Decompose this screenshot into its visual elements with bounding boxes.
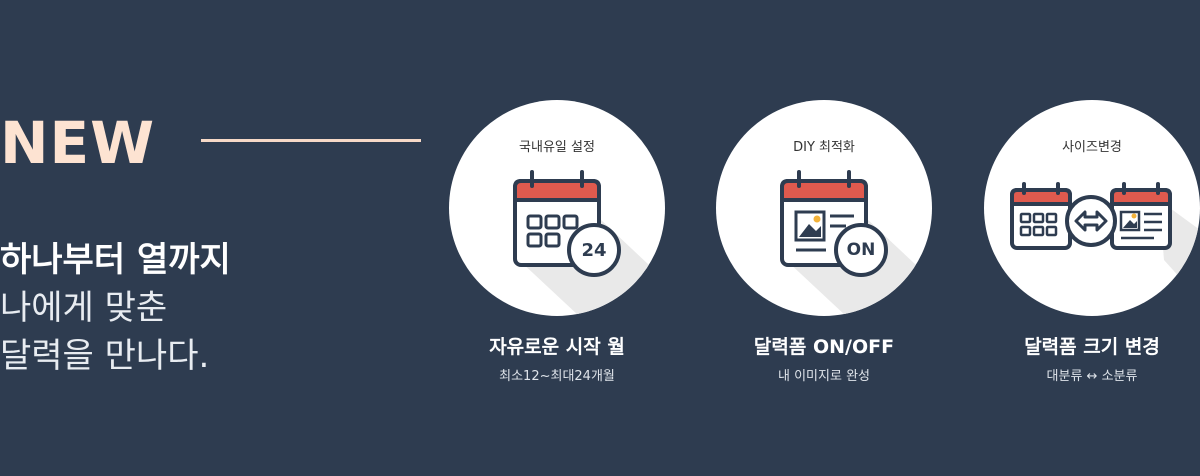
calendar-24-icon	[513, 170, 665, 316]
feature-title: 달력폼 크기 변경	[1024, 336, 1160, 358]
headline-line-2: 나에게 맞춘	[0, 288, 168, 328]
headline: 하나부터 열까지 나에게 맞춘 달력을 만나다.	[0, 236, 231, 380]
calendar-resize-icon	[1010, 182, 1200, 300]
feature-circle: 국내유일 설정 24	[449, 100, 665, 316]
circle-label: 사이즈변경	[1062, 140, 1122, 155]
feature-start-month: 국내유일 설정 24 자유로운 시작 월 최소12~최대24개월	[437, 100, 677, 384]
calendar-on-icon	[780, 170, 932, 316]
headline-line-1: 하나부터 열까지	[0, 240, 231, 280]
circle-label: DIY 최적화	[793, 140, 855, 155]
new-title: NEW	[0, 109, 156, 177]
new-divider-line	[201, 139, 421, 142]
badge-24: 24	[581, 240, 607, 261]
feature-subtitle: 내 이미지로 완성	[778, 369, 870, 384]
badge-on: ON	[846, 240, 876, 260]
feature-form-onoff: DIY 최적화 ON 달력폼 ON/OFF 내 이미지로 완성	[704, 100, 944, 384]
feature-form-resize: 사이즈변경 달력폼 크기 변경 대분류 ↔ 소분류	[972, 100, 1200, 384]
circle-label: 국내유일 설정	[519, 140, 595, 155]
feature-circle: 사이즈변경	[984, 100, 1200, 316]
headline-line-3: 달력을 만나다.	[0, 336, 210, 376]
feature-title: 달력폼 ON/OFF	[753, 336, 895, 358]
feature-subtitle: 최소12~최대24개월	[499, 369, 615, 384]
feature-title: 자유로운 시작 월	[489, 336, 625, 358]
feature-circle: DIY 최적화 ON	[716, 100, 932, 316]
feature-subtitle: 대분류 ↔ 소분류	[1046, 369, 1138, 384]
